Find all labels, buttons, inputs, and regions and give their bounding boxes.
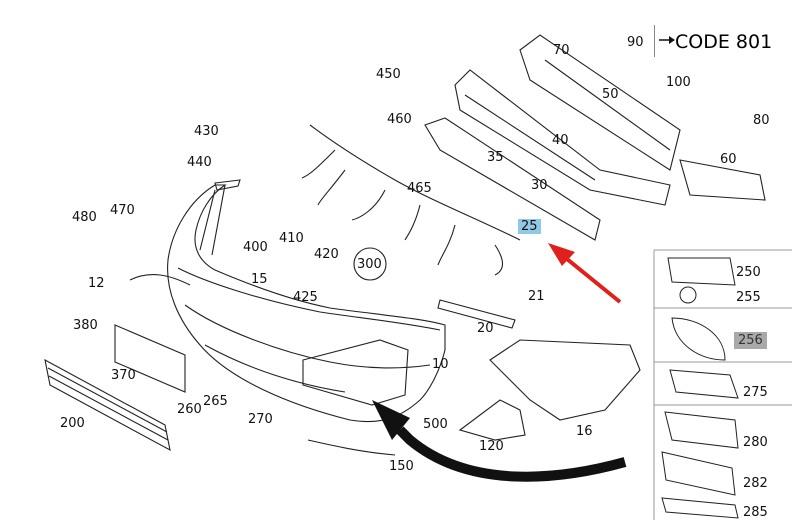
part-label-21[interactable]: 21: [528, 289, 545, 304]
part-label-270[interactable]: 270: [248, 412, 273, 427]
trim-20: [437, 299, 516, 329]
part-label-50[interactable]: 50: [602, 87, 619, 102]
part-label-80[interactable]: 80: [753, 113, 770, 128]
part-label-35[interactable]: 35: [487, 150, 504, 165]
part-label-70[interactable]: 70: [553, 43, 570, 58]
part-label-90[interactable]: 90: [627, 35, 644, 50]
side-part-label-275[interactable]: 275: [743, 385, 768, 400]
mount-25: [424, 117, 601, 241]
bracket-16: [489, 339, 641, 421]
bracket-60: [679, 159, 766, 201]
part-label-60[interactable]: 60: [720, 152, 737, 167]
part-label-370[interactable]: 370: [111, 368, 136, 383]
part-label-440[interactable]: 440: [187, 155, 212, 170]
part-label-highlighted[interactable]: 25: [518, 219, 541, 234]
part-label-480[interactable]: 480: [72, 210, 97, 225]
side-part-label-280[interactable]: 280: [743, 435, 768, 450]
part-label-16[interactable]: 16: [576, 424, 593, 439]
part-label-420[interactable]: 420: [314, 247, 339, 262]
part-label-260[interactable]: 260: [177, 402, 202, 417]
part-label-470[interactable]: 470: [110, 203, 135, 218]
part-label-425[interactable]: 425: [293, 290, 318, 305]
part-label-300[interactable]: 300: [357, 257, 382, 272]
harness-465: [301, 124, 521, 276]
part-label-200[interactable]: 200: [60, 416, 85, 431]
side-part-label-255[interactable]: 255: [736, 290, 761, 305]
side-part-label-282[interactable]: 282: [743, 476, 768, 491]
part-label-10[interactable]: 10: [432, 357, 449, 372]
red-arrow: [560, 253, 622, 304]
part-label-450[interactable]: 450: [376, 67, 401, 82]
side-part-label-250[interactable]: 250: [736, 265, 761, 280]
part-label-265[interactable]: 265: [203, 394, 228, 409]
part-label-460[interactable]: 460: [387, 112, 412, 127]
arrow-right-icon: [659, 36, 675, 44]
black-arrow: [396, 426, 627, 482]
side-part-label-256[interactable]: 256: [734, 332, 767, 349]
part-label-430[interactable]: 430: [194, 124, 219, 139]
reinforcement-40: [454, 69, 671, 206]
part-label-380[interactable]: 380: [73, 318, 98, 333]
part-label-465[interactable]: 465: [407, 181, 432, 196]
grille-200: [44, 358, 171, 452]
part-label-150[interactable]: 150: [389, 459, 414, 474]
part-label-410[interactable]: 410: [279, 231, 304, 246]
part-label-100[interactable]: 100: [666, 75, 691, 90]
code-label: CODE 801: [675, 31, 773, 53]
side-part-label-285[interactable]: 285: [743, 505, 768, 520]
part-label-30[interactable]: 30: [531, 178, 548, 193]
plate-370: [114, 324, 186, 393]
part-label-20[interactable]: 20: [477, 321, 494, 336]
spoiler-150: [307, 439, 396, 456]
absorber-50: [519, 34, 681, 171]
part-label-400[interactable]: 400: [243, 240, 268, 255]
part-label-120[interactable]: 120: [479, 439, 504, 454]
code-label-box: CODE 801: [654, 25, 775, 57]
part-label-12[interactable]: 12: [88, 276, 105, 291]
duct-120: [458, 399, 526, 441]
part-label-500[interactable]: 500: [423, 417, 448, 432]
part-label-15[interactable]: 15: [251, 272, 268, 287]
part-label-40[interactable]: 40: [552, 133, 569, 148]
bumper-cover: [167, 184, 446, 423]
